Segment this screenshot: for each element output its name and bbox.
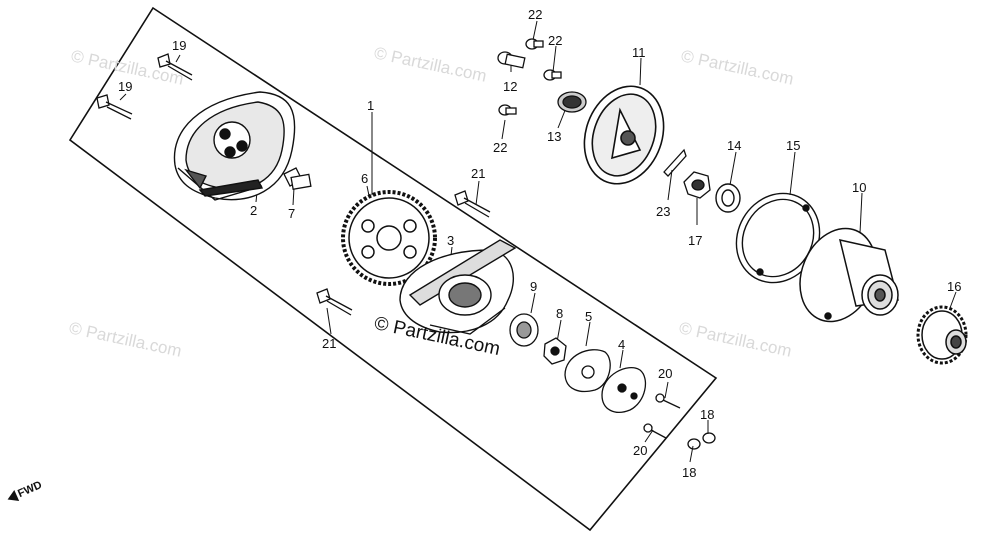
plate-4 [601, 367, 647, 413]
gear-6 [341, 190, 437, 286]
callout-18a: 18 [700, 407, 715, 422]
clip-23 [663, 148, 687, 177]
assembly-outline [68, 6, 718, 532]
bolt-12 [497, 51, 526, 69]
callout-19a: 19 [172, 38, 187, 53]
pump-body-3 [399, 239, 517, 335]
callout-23: 23 [656, 204, 671, 219]
callout-18b: 18 [682, 465, 697, 480]
pin-7 [283, 167, 312, 191]
screw-22-mid [543, 69, 562, 81]
callout-5: 5 [585, 309, 593, 324]
callout-11: 11 [632, 45, 646, 60]
bolt-19-upper [157, 53, 193, 81]
callout-6: 6 [361, 171, 369, 186]
callout-21b: 21 [322, 336, 337, 351]
callout-19b: 19 [118, 79, 133, 94]
callout-22a: 22 [528, 7, 543, 22]
screw-22-low [498, 104, 517, 116]
hub-10 [799, 227, 899, 323]
callout-21a: 21 [471, 166, 486, 181]
callout-1: 1 [367, 98, 375, 113]
callout-8: 8 [556, 306, 564, 321]
callout-17: 17 [688, 233, 703, 248]
callout-3: 3 [447, 233, 455, 248]
callout-7: 7 [288, 206, 296, 221]
leader-lines [119, 20, 957, 463]
rotor-8 [543, 337, 567, 365]
bolt-19-lower [96, 94, 133, 120]
gear-16 [916, 305, 968, 365]
washer-14 [715, 183, 741, 213]
screw-20-upper [655, 393, 681, 409]
gasket-15 [735, 192, 821, 284]
screw-20-lower [643, 423, 667, 439]
washer-18-lower [687, 438, 701, 450]
nut-17 [683, 171, 711, 199]
gasket-5 [564, 349, 611, 393]
callout-13: 13 [547, 129, 562, 144]
cover-2 [173, 91, 296, 201]
clutch-outer-11 [583, 85, 665, 185]
callout-20b: 20 [633, 443, 648, 458]
callout-15: 15 [786, 138, 801, 153]
screw-22-top [525, 38, 544, 50]
bolt-21-lower [316, 288, 353, 316]
callout-12: 12 [503, 79, 518, 94]
spring-13 [557, 91, 587, 113]
callout-20a: 20 [658, 366, 673, 381]
callout-9: 9 [530, 279, 538, 294]
callout-14: 14 [727, 138, 742, 153]
callout-22b: 22 [548, 33, 563, 48]
washer-18-upper [702, 432, 716, 444]
callout-2: 2 [250, 203, 258, 218]
bolt-21-upper [454, 190, 491, 218]
callout-10: 10 [852, 180, 867, 195]
callout-22c: 22 [493, 140, 508, 155]
callout-4: 4 [618, 337, 626, 352]
rotor-9 [509, 313, 539, 347]
callout-16: 16 [947, 279, 962, 294]
